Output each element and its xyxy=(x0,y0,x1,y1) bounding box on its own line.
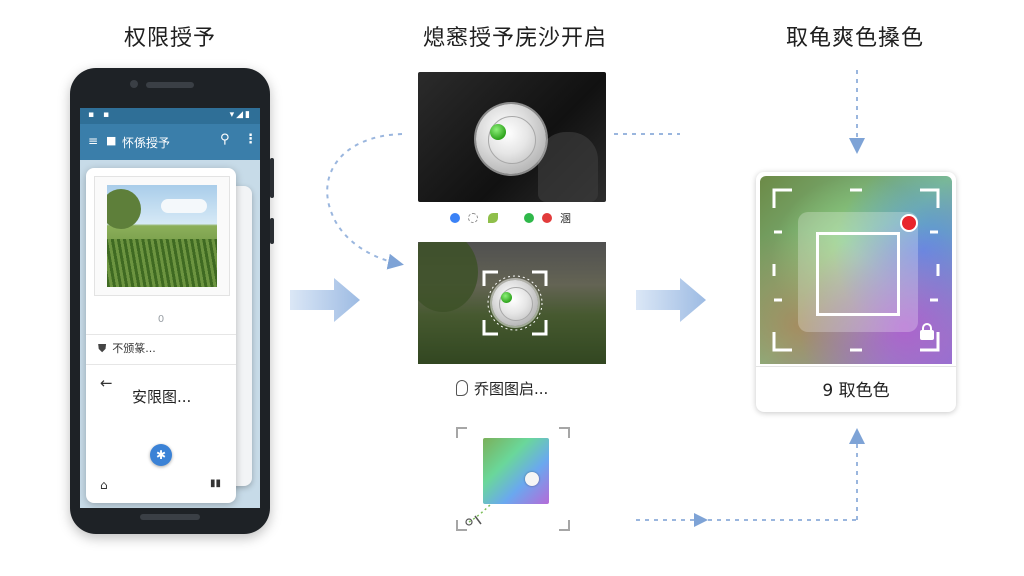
photo-card[interactable] xyxy=(94,176,230,296)
recent-apps-icon[interactable]: ▮▮ xyxy=(210,478,222,489)
selection-box[interactable] xyxy=(816,232,900,316)
color-card-label: 9 取色色 xyxy=(822,381,890,401)
orb-green-dot xyxy=(490,124,506,140)
menu-icon[interactable]: ≡ xyxy=(88,134,99,148)
color-picker-orb[interactable] xyxy=(476,104,546,174)
orb-green-dot xyxy=(501,292,512,303)
home-icon[interactable]: ⌂ xyxy=(100,478,108,492)
lock-icon[interactable] xyxy=(920,323,934,340)
focus-frame xyxy=(482,270,548,336)
caption-icon xyxy=(456,380,468,396)
step-2-title: 熄窸授予庑沙开启 xyxy=(422,26,607,51)
green-dot[interactable] xyxy=(524,213,534,223)
scan-frame xyxy=(772,188,940,352)
empty-dot[interactable] xyxy=(468,213,478,223)
curved-connector xyxy=(326,133,404,270)
back-arrow-icon[interactable]: ← xyxy=(100,374,113,392)
bluetooth-fab-button[interactable]: ✱ xyxy=(150,444,172,466)
preview-caption-text: 乔图图启... xyxy=(474,380,549,398)
app-title: 怀係授予 xyxy=(122,136,171,150)
phone-screen: ▪ ▪ ▾◢▮ ≡ ■ 怀係授予 ⚲ ⋮ 0 xyxy=(80,108,260,508)
landscape-photo xyxy=(107,185,217,287)
search-icon[interactable]: ⚲ xyxy=(220,132,230,147)
status-icons-right: ▾◢▮ xyxy=(229,110,252,120)
photo-grass xyxy=(107,239,217,287)
mini-color-gradient xyxy=(483,438,549,504)
flow-arrow-2 xyxy=(636,278,706,322)
permission-row[interactable]: ⛊ 不颁篆... xyxy=(98,340,156,356)
bottom-arrow-marker xyxy=(694,513,708,527)
color-gradient-area[interactable] xyxy=(760,176,952,364)
more-icon[interactable]: ⋮ xyxy=(244,132,257,147)
preview-picker-orb[interactable] xyxy=(492,280,538,326)
mini-picker-dot[interactable] xyxy=(525,472,539,486)
card-index: 0 xyxy=(157,314,165,325)
card-divider xyxy=(756,366,956,367)
photo-tree xyxy=(107,189,141,229)
mini-gradient-panel xyxy=(455,426,571,532)
sheet-divider xyxy=(86,364,236,365)
blue-dot[interactable] xyxy=(450,213,460,223)
photo-cloud xyxy=(161,199,207,213)
orb-inner-ring xyxy=(488,116,536,164)
dot-row-label: 溷 xyxy=(560,212,571,225)
volume-button xyxy=(270,158,274,198)
shield-icon: ⛊ xyxy=(98,342,107,355)
status-bar: ▪ ▪ ▾◢▮ xyxy=(80,108,260,124)
status-icons-left: ▪ ▪ xyxy=(88,110,113,120)
action-label: 安限图... xyxy=(132,388,192,406)
step-1-title: 权限授予 xyxy=(123,26,216,51)
power-button xyxy=(270,218,274,244)
leaf-icon xyxy=(488,213,498,223)
front-camera xyxy=(130,80,138,88)
permission-sheet: 0 ⛊ 不颁篆... ← 安限图... ✱ ⌂ ▮▮ xyxy=(86,168,236,503)
picker-red-dot[interactable] xyxy=(900,214,918,232)
step-3-title: 取龟爽色搡色 xyxy=(785,26,924,51)
red-dot[interactable] xyxy=(542,213,552,223)
color-picker-card: 9 取色色 xyxy=(756,172,956,412)
flow-arrow-1 xyxy=(290,278,360,322)
sheet-divider xyxy=(86,334,236,335)
phone-home-bar xyxy=(140,514,200,520)
preview-caption: 乔图图启... xyxy=(456,378,548,399)
app-bar: ≡ ■ 怀係授予 ⚲ ⋮ xyxy=(80,124,260,160)
permission-text: 不颁篆... xyxy=(112,342,156,355)
phone-speaker xyxy=(146,82,194,88)
phone-mockup: ▪ ▪ ▾◢▮ ≡ ■ 怀係授予 ⚲ ⋮ 0 xyxy=(70,68,274,534)
hand-shape xyxy=(538,132,598,202)
lock-icon: ■ xyxy=(106,134,117,147)
